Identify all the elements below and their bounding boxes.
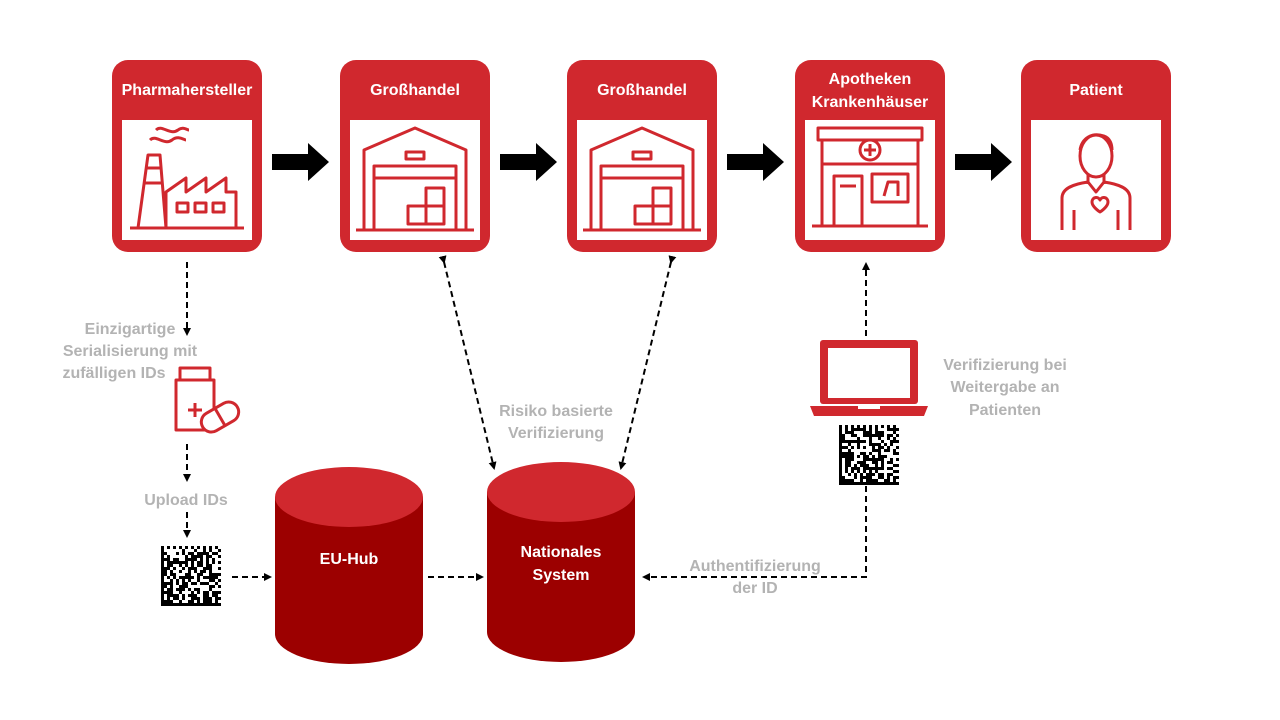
stage-pharmacy-label-1: Apotheken (829, 71, 912, 88)
stage-pharmacy-label-2: Krankenhäuser (812, 94, 929, 111)
svg-text:Patienten: Patienten (969, 402, 1041, 419)
stage-pharmacy: Apotheken Krankenhäuser (795, 60, 945, 252)
upload-label: Upload IDs (144, 492, 228, 509)
connector-wholesale2-national (618, 255, 677, 470)
factory-icon (130, 126, 244, 230)
stage-wholesale-1: Großhandel (340, 60, 490, 252)
warehouse-icon (583, 126, 701, 232)
svg-text:Einzigartige: Einzigartige (85, 321, 176, 338)
laptop-icon (810, 340, 928, 416)
datamatrix-code-upload (161, 546, 221, 606)
stage-patient-label: Patient (1069, 82, 1123, 99)
eu-hub-label: EU-Hub (320, 551, 379, 568)
flow-arrow-3 (727, 143, 784, 181)
svg-text:Authentifizierung: Authentifizierung (689, 558, 821, 575)
datamatrix-code-verification (839, 425, 899, 485)
svg-text:Risiko basierte: Risiko basierte (499, 403, 613, 420)
serialization-label: Einzigartige Serialisierung mit zufällig… (62, 321, 197, 382)
flow-arrow-4 (955, 143, 1012, 181)
svg-text:Verifizierung bei: Verifizierung bei (943, 357, 1067, 374)
eu-hub-database: EU-Hub (275, 467, 423, 664)
svg-text:zufälligen IDs: zufälligen IDs (62, 365, 165, 382)
medicine-bottle-icon (174, 366, 241, 434)
dashed-connectors (183, 255, 870, 581)
svg-text:der ID: der ID (732, 580, 777, 597)
stage-wholesale-2: Großhandel (567, 60, 717, 252)
national-system-label-2: System (533, 567, 590, 584)
connector-auth (642, 486, 867, 581)
risk-verification-label: Risiko basierte Verifizierung (499, 403, 613, 442)
stage-wholesale-1-label: Großhandel (370, 82, 460, 99)
stage-patient: Patient (1021, 60, 1171, 252)
warehouse-icon (356, 126, 474, 232)
flow-arrow-2 (500, 143, 557, 181)
patient-verification-label: Verifizierung bei Weitergabe an Patiente… (943, 357, 1067, 419)
connector-wholesale1-national (438, 255, 497, 470)
pharmacy-icon (812, 126, 928, 228)
stage-manufacturer-label: Pharmahersteller (122, 82, 253, 99)
national-system-database: Nationales System (487, 462, 635, 662)
svg-text:Serialisierung mit: Serialisierung mit (63, 343, 198, 360)
authentication-label: Authentifizierung der ID (689, 558, 821, 597)
stage-manufacturer: Pharmahersteller (112, 60, 262, 252)
patient-icon (1060, 133, 1132, 230)
stage-wholesale-2-label: Großhandel (597, 82, 687, 99)
flow-arrows (272, 143, 1012, 181)
svg-text:Weitergabe an: Weitergabe an (950, 379, 1059, 396)
svg-text:Verifizierung: Verifizierung (508, 425, 604, 442)
national-system-label-1: Nationales (521, 544, 602, 561)
flow-arrow-1 (272, 143, 329, 181)
